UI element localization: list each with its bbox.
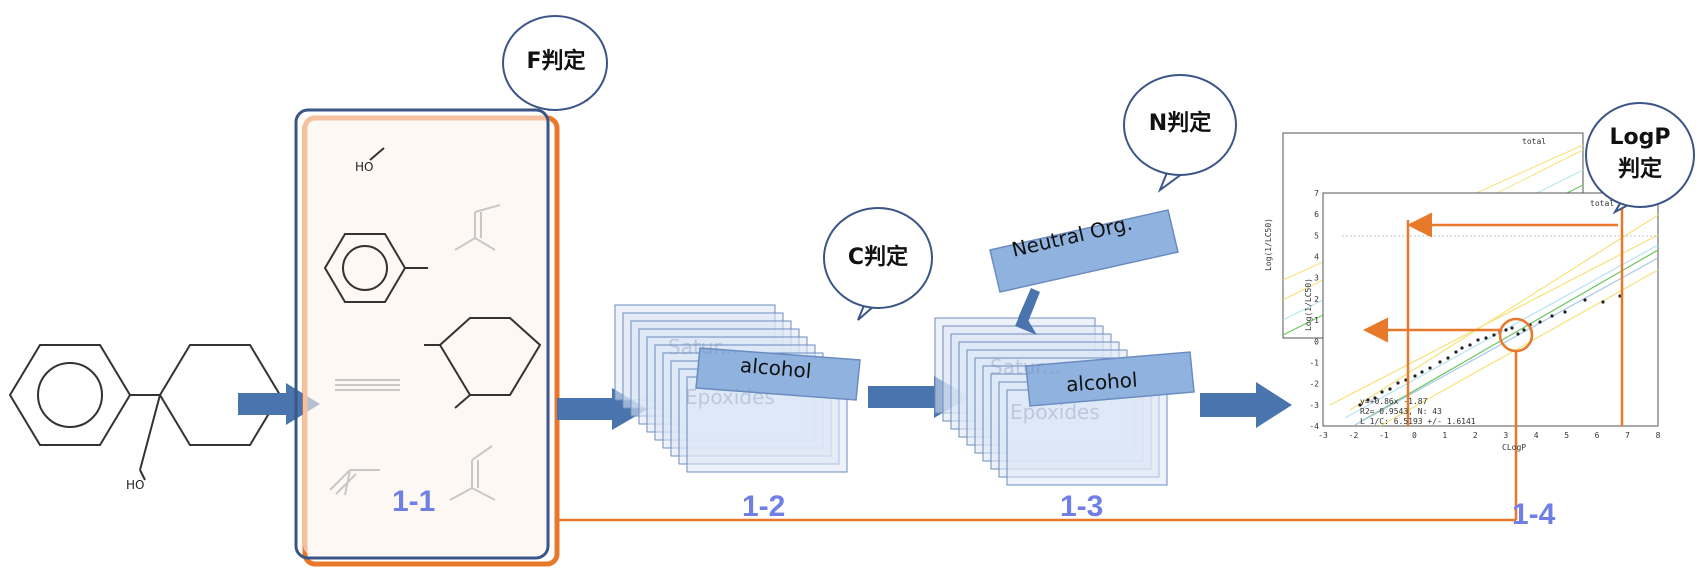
plot-front xyxy=(1322,192,1659,427)
x-tick-label: 4 xyxy=(1534,431,1539,440)
neutral-org-card xyxy=(989,209,1179,335)
y-tick-label: -4 xyxy=(1309,422,1319,431)
stacked-card xyxy=(1006,389,1168,486)
scatter-point xyxy=(1484,336,1488,340)
y-tick-label: 2 xyxy=(1314,295,1319,304)
scatter-point xyxy=(1454,350,1458,354)
scatter-point xyxy=(1492,333,1496,337)
step-label-1-3: 1-3 xyxy=(1060,490,1104,523)
fragment-cyclohexane xyxy=(424,317,542,409)
scatter-point xyxy=(1373,396,1377,400)
f-judgement-bubble xyxy=(502,15,608,111)
logp-judgement-bubble xyxy=(1585,102,1695,215)
x-tick-label: -1 xyxy=(1379,431,1389,440)
logp-judgement-text-1: LogP xyxy=(1609,125,1671,150)
scatter-point xyxy=(1583,298,1587,302)
scatter-point xyxy=(1563,310,1567,314)
x-tick-label: 8 xyxy=(1656,431,1661,440)
scatter-point xyxy=(1358,403,1362,407)
scatter-point xyxy=(1413,374,1417,378)
scatter-point xyxy=(1550,314,1554,318)
fragment-ho-label: HO xyxy=(355,160,374,174)
x-tick-label: -3 xyxy=(1318,431,1328,440)
scatter-point xyxy=(1446,356,1450,360)
card-stack-1 xyxy=(614,304,861,473)
y-tick-label: -1 xyxy=(1309,358,1319,367)
scatter-point xyxy=(1538,320,1542,324)
y-tick-label: 4 xyxy=(1314,253,1319,262)
scatter-point xyxy=(1428,366,1432,370)
fragment-ketone-faded-2 xyxy=(449,445,496,501)
fragment-ketone-faded-1 xyxy=(454,204,501,251)
x-tick-label: -2 xyxy=(1349,431,1359,440)
c-judgement-text: C判定 xyxy=(847,245,909,270)
faded-category-saturated-1: Satur... xyxy=(668,335,739,359)
x-tick-label: 7 xyxy=(1625,431,1630,440)
c-judgement-bubble xyxy=(823,207,933,321)
y-tick-label: 3 xyxy=(1314,274,1319,283)
scatter-point xyxy=(1601,300,1605,304)
alcohol-card-2-text: alcohol xyxy=(1065,367,1139,397)
fragment-alkyne-faded xyxy=(335,379,400,391)
x-tick-label: 2 xyxy=(1473,431,1478,440)
scatter-point xyxy=(1396,381,1400,385)
plot-r2: R2= 0.9543, N: 43 xyxy=(1360,407,1442,416)
card-stack-2 xyxy=(934,317,1195,486)
plot-equation: y=+0.86x -1.87 xyxy=(1360,397,1428,406)
scatter-point xyxy=(1510,326,1514,330)
faded-category-saturated-2: Satur... xyxy=(990,355,1061,379)
y-tick-label: 0 xyxy=(1314,337,1319,346)
y-tick-label: -2 xyxy=(1309,380,1319,389)
y-tick-label: 1 xyxy=(1314,316,1319,325)
scatter-point xyxy=(1366,398,1370,402)
alcohol-card xyxy=(1025,351,1195,407)
scatter-point xyxy=(1476,338,1480,342)
x-tick-label: 1 xyxy=(1442,431,1447,440)
plot-back-legend: total xyxy=(1522,137,1547,146)
plot-back-ylabel: Log(1/LC50) xyxy=(1263,218,1273,271)
scatter-point xyxy=(1504,328,1508,332)
y-tick-label: 7 xyxy=(1314,189,1319,198)
scatter-point xyxy=(1420,370,1424,374)
flow-arrow-4 xyxy=(1200,382,1292,428)
alcohol-card xyxy=(695,347,861,401)
scatter-points xyxy=(1358,294,1622,407)
x-tick-label: 0 xyxy=(1412,431,1417,440)
scatter-point xyxy=(1522,328,1526,332)
fragment-benzene xyxy=(323,233,428,303)
faded-category-epoxides-1: Epoxides xyxy=(685,385,775,409)
y-tick-label: 5 xyxy=(1314,231,1319,240)
scatter-point xyxy=(1468,343,1472,347)
fragment-alkene-faded xyxy=(329,469,380,496)
scatter-point xyxy=(1388,387,1392,391)
scatter-point xyxy=(1516,332,1520,336)
step-label-1-2: 1-2 xyxy=(742,490,786,523)
x-tick-label: 5 xyxy=(1564,431,1569,440)
n-judgement-bubble xyxy=(1123,74,1237,193)
n-judgement-text: N判定 xyxy=(1148,111,1212,136)
fragment-methanol xyxy=(369,147,385,161)
fragment-box-fill xyxy=(303,115,551,555)
plot-xlabel: CLogP xyxy=(1502,443,1527,452)
scatter-point xyxy=(1438,360,1442,364)
plot-front-legend: total xyxy=(1590,199,1615,208)
scatter-point xyxy=(1460,346,1464,350)
scatter-point xyxy=(1380,390,1384,394)
y-tick-label: 6 xyxy=(1314,210,1319,219)
plot-lc: L 1/C: 6.5193 +/- 1.6141 xyxy=(1360,417,1476,426)
x-tick-label: 6 xyxy=(1595,431,1600,440)
logp-judgement-text-2: 判定 xyxy=(1617,157,1662,182)
y-tick-label: -3 xyxy=(1309,401,1319,410)
step-label-1-1: 1-1 xyxy=(392,485,436,518)
input-molecule-ho-label: HO xyxy=(126,478,145,492)
plot-front-ylabel: Log(1/LC50) xyxy=(1303,278,1313,331)
f-judgement-text: F判定 xyxy=(526,49,586,74)
x-tick-label: 3 xyxy=(1503,431,1508,440)
faded-category-epoxides-2: Epoxides xyxy=(1010,400,1100,424)
step-label-1-4: 1-4 xyxy=(1512,498,1556,531)
fragment-box-blue-frame xyxy=(294,108,550,560)
logp-annotation xyxy=(557,200,1624,522)
